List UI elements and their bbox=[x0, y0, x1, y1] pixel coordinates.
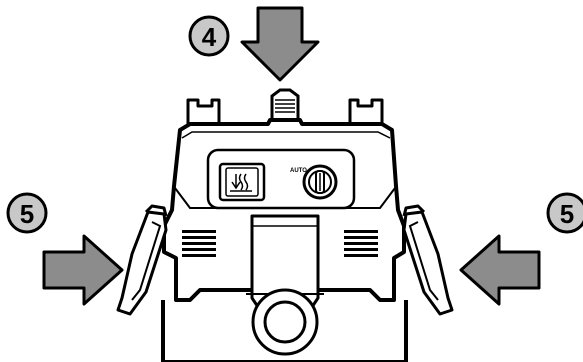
top-handle-mounts bbox=[186, 98, 384, 128]
suction-power-icon bbox=[230, 173, 252, 192]
step-badge-top: 4 bbox=[188, 15, 230, 57]
latch-left-hinge bbox=[144, 204, 168, 217]
step-number-right: 5 bbox=[560, 199, 574, 229]
vent-slot bbox=[344, 230, 378, 233]
suction-power-button[interactable] bbox=[218, 162, 266, 202]
cable-knob bbox=[270, 88, 300, 124]
step-badge-left: 5 bbox=[6, 192, 48, 234]
vent-grille-left bbox=[182, 230, 216, 257]
left-arrow-icon bbox=[459, 234, 541, 306]
side-latch-right[interactable] bbox=[402, 204, 454, 316]
latch-left-outer bbox=[116, 210, 168, 316]
cable-knob-body bbox=[270, 88, 300, 124]
vent-slot bbox=[182, 242, 216, 245]
vent-grille-right bbox=[344, 230, 378, 257]
mount-left bbox=[186, 98, 221, 128]
vent-slot bbox=[182, 254, 216, 257]
mount-right bbox=[348, 98, 384, 128]
vent-slot bbox=[182, 248, 216, 251]
down-arrow-icon bbox=[240, 6, 320, 82]
step-number-top: 4 bbox=[202, 22, 217, 52]
side-latch-left[interactable] bbox=[116, 204, 168, 316]
latch-left-inner bbox=[131, 221, 162, 301]
front-handle bbox=[246, 214, 324, 356]
vent-slot bbox=[344, 254, 378, 257]
vent-slot bbox=[344, 248, 378, 251]
right-arrow-icon bbox=[42, 234, 124, 306]
latch-right-outer bbox=[402, 210, 454, 316]
suction-power-button-face bbox=[225, 167, 259, 197]
control-panel: AUTO bbox=[206, 148, 356, 210]
latch-right-hinge bbox=[402, 204, 426, 217]
housing-upper-rim bbox=[181, 131, 391, 139]
step-badge-right: 5 bbox=[546, 192, 583, 234]
vent-slot bbox=[182, 236, 216, 239]
handle-ring-hole bbox=[263, 300, 307, 344]
step-number-left: 5 bbox=[20, 199, 34, 229]
step-badge-right-circle bbox=[546, 192, 583, 234]
step-badge-left-circle bbox=[6, 192, 48, 234]
vent-slot bbox=[344, 236, 378, 239]
auto-power-dial[interactable] bbox=[302, 164, 338, 200]
vent-slot bbox=[182, 230, 216, 233]
auto-label: AUTO bbox=[290, 168, 307, 174]
latch-right-inner bbox=[408, 221, 439, 301]
step-badge-top-circle bbox=[188, 15, 230, 57]
vent-slot bbox=[344, 242, 378, 245]
